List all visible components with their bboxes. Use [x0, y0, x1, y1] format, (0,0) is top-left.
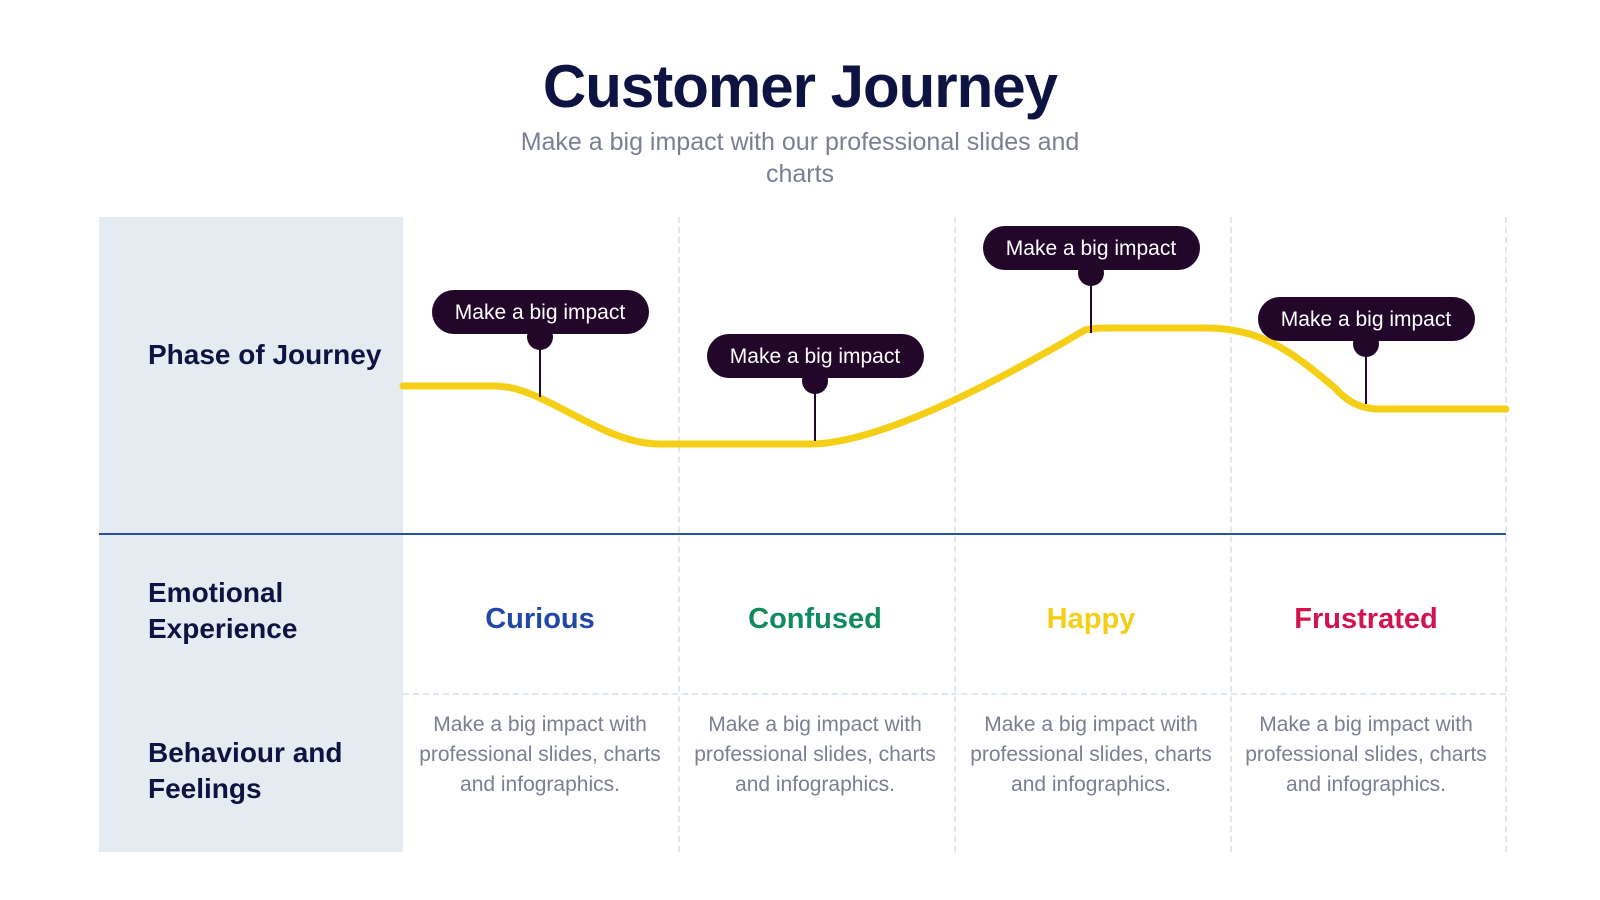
callout-stage-4: Make a big impact	[1258, 297, 1475, 404]
page-subtitle: Make a big impact with our professional …	[520, 128, 1080, 188]
callout-label: Make a big impact	[1006, 237, 1177, 260]
callout-bubble	[983, 226, 1200, 270]
callout-label: Make a big impact	[1281, 308, 1452, 331]
emotion-stage-4: Frustrated	[1294, 603, 1438, 635]
grid-line-4	[1505, 217, 1507, 852]
row-label-phase: Phase of Journey	[148, 339, 382, 370]
description-stage-3: Make a big impact with professional slid…	[970, 713, 1212, 796]
callout-bubble	[707, 334, 924, 378]
description-stage-4: Make a big impact with professional slid…	[1245, 713, 1487, 796]
emotion-stage-2: Confused	[748, 603, 882, 635]
row-label-emotional: Emotional Experience	[148, 577, 298, 644]
callout-stage-1: Make a big impact	[432, 290, 649, 397]
callout-stage-3: Make a big impact	[983, 226, 1200, 333]
row-label-behaviour: Behaviour and Feelings	[148, 737, 343, 804]
row-separator	[403, 693, 1506, 695]
page-title: Customer Journey	[542, 53, 1058, 120]
phase-divider	[99, 533, 1506, 535]
description-stage-2: Make a big impact with professional slid…	[694, 713, 936, 796]
description-stage-1: Make a big impact with professional slid…	[419, 713, 661, 796]
callout-label: Make a big impact	[730, 345, 901, 368]
emotion-stage-1: Curious	[485, 603, 595, 635]
callout-bubble	[432, 290, 649, 334]
journey-curve	[399, 324, 1510, 448]
callout-label: Make a big impact	[455, 301, 626, 324]
emotion-stage-3: Happy	[1046, 603, 1136, 635]
callout-bubble	[1258, 297, 1475, 341]
callout-stage-2: Make a big impact	[707, 334, 924, 441]
